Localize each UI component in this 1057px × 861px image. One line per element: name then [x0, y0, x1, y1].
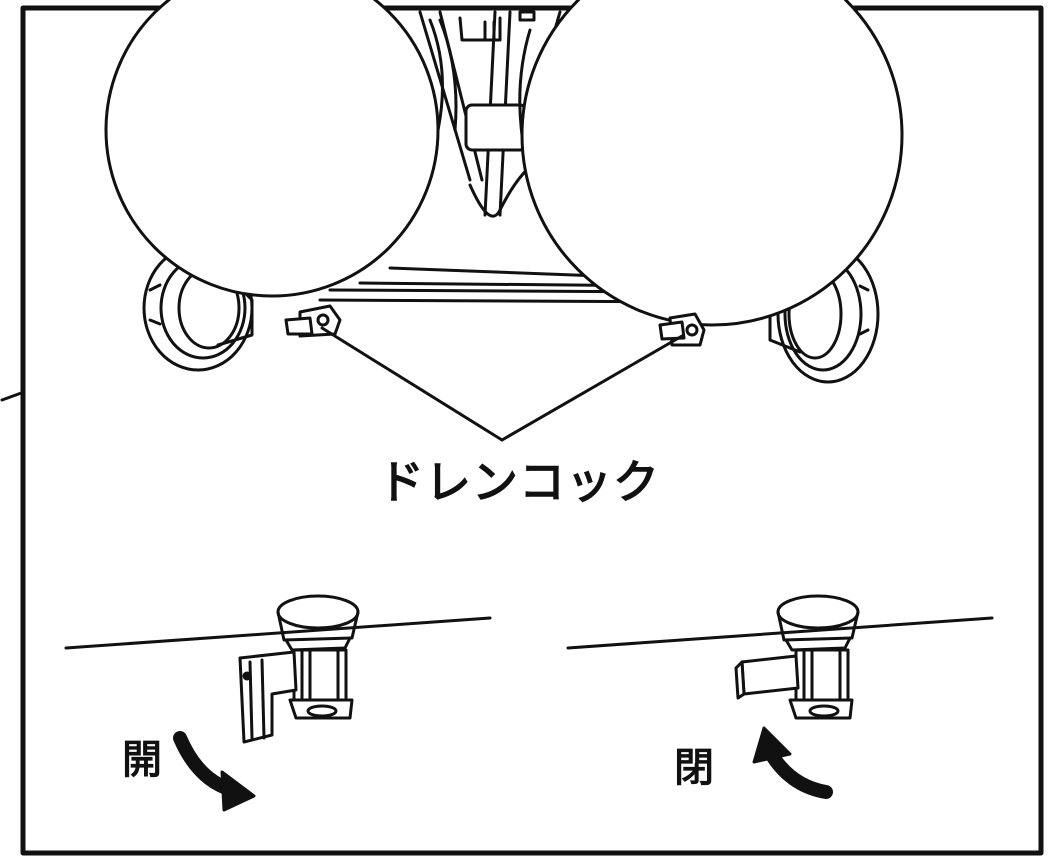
open-label: 開	[122, 737, 162, 783]
left-tank-rim	[428, 18, 458, 132]
pipe-line-left	[64, 616, 492, 650]
right-tank-rim	[518, 28, 532, 137]
leader-line-right	[500, 334, 684, 442]
leader-line-left	[320, 326, 504, 442]
left-tank	[104, 0, 440, 298]
frame-border	[20, 5, 1044, 856]
frame-tick	[0, 390, 26, 402]
open-valve-illustration	[64, 594, 492, 744]
close-arrow-icon	[752, 726, 833, 799]
close-label: 閉	[674, 745, 714, 791]
left-drain-cock	[284, 304, 342, 338]
open-arrow-icon	[173, 731, 256, 812]
drain-cock-label: ドレンコック	[378, 455, 660, 509]
closed-valve-illustration	[566, 594, 994, 720]
pipe-line-right	[566, 616, 994, 650]
